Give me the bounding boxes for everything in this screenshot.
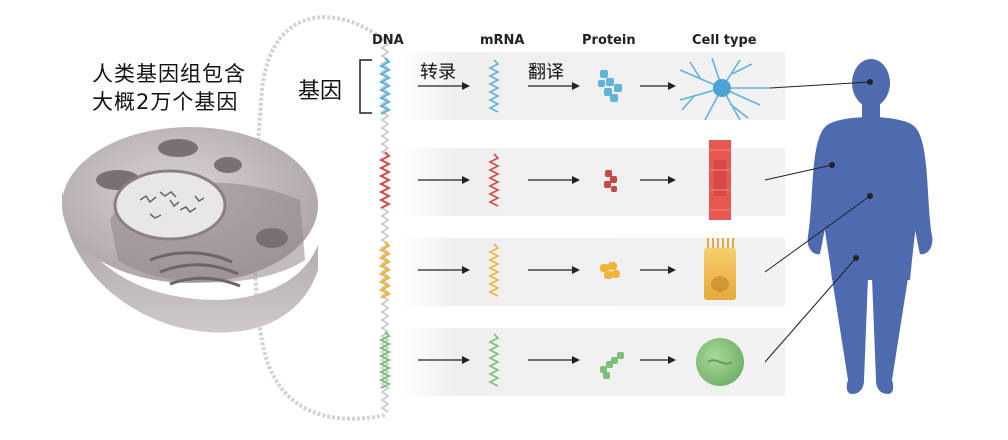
arrow-head-1-2 xyxy=(572,82,580,90)
nucleus xyxy=(113,169,227,241)
human-left-leg xyxy=(832,278,868,394)
organelle-3 xyxy=(214,157,242,173)
translation-label: 翻译 xyxy=(528,62,564,83)
round-cell xyxy=(696,338,744,386)
muscle-cell xyxy=(709,140,731,220)
arrows xyxy=(418,82,676,364)
dna-gene-segment-1 xyxy=(378,57,392,115)
cell-types xyxy=(679,57,770,386)
human-neck xyxy=(862,104,880,118)
organelle-4 xyxy=(256,228,288,248)
header-mrna: mRNA xyxy=(480,33,525,48)
pointer-arm xyxy=(764,164,833,181)
dna-gene-segment-3 xyxy=(378,241,392,299)
gene-bracket xyxy=(359,59,372,114)
organelle-2 xyxy=(158,139,198,157)
pointer-brain xyxy=(769,81,871,89)
intro-line-1: 人类基因组包含 xyxy=(92,62,246,86)
protein-red xyxy=(604,170,617,192)
dna-strand xyxy=(378,39,392,413)
cell-side xyxy=(61,190,319,333)
arrow-head-1-1 xyxy=(462,82,470,90)
neuron-cell xyxy=(679,57,770,121)
protein-yellow xyxy=(600,262,620,279)
pointer-abdomen xyxy=(764,195,871,273)
protein-green xyxy=(600,352,624,379)
human-left-arm xyxy=(807,126,836,255)
dna-gene-segment-2 xyxy=(378,151,392,209)
header-protein: Protein xyxy=(582,33,636,48)
mrna-strand-1 xyxy=(488,59,500,113)
mrna-strands xyxy=(488,59,500,387)
protein-blue xyxy=(598,70,622,102)
proteins xyxy=(598,70,624,379)
arrow-head-3-2 xyxy=(572,266,580,274)
er-folds xyxy=(149,251,241,288)
arrow-head-3-3 xyxy=(668,266,676,274)
mrna-strand-2 xyxy=(488,153,500,207)
human-silhouette xyxy=(807,59,933,394)
arrow-head-2-2 xyxy=(572,176,580,184)
arrow-head-3-1 xyxy=(462,266,470,274)
intro-line-2: 大概2万个基因 xyxy=(92,90,239,114)
arrow-head-4-1 xyxy=(462,356,470,364)
mrna-strand-3 xyxy=(488,243,500,297)
dna-gene-segment-4 xyxy=(378,331,392,389)
header-dna: DNA xyxy=(372,33,404,48)
transcription-label: 转录 xyxy=(420,62,456,83)
body-pointers xyxy=(764,79,873,363)
gene-label: 基因 xyxy=(298,79,343,104)
arrow-head-2-3 xyxy=(668,176,676,184)
arrow-head-4-3 xyxy=(668,356,676,364)
pointer-leg xyxy=(764,257,857,363)
arrow-head-2-1 xyxy=(462,176,470,184)
human-right-arm xyxy=(904,126,933,255)
nucleus-chromatin xyxy=(139,191,205,219)
cell-illustration xyxy=(61,127,319,333)
arrow-head-4-2 xyxy=(572,356,580,364)
epithelial-cell xyxy=(704,238,736,300)
header-cell-type: Cell type xyxy=(692,33,757,48)
human-right-leg xyxy=(872,278,908,394)
mrna-strand-4 xyxy=(488,333,500,387)
arrow-head-1-3 xyxy=(668,82,676,90)
